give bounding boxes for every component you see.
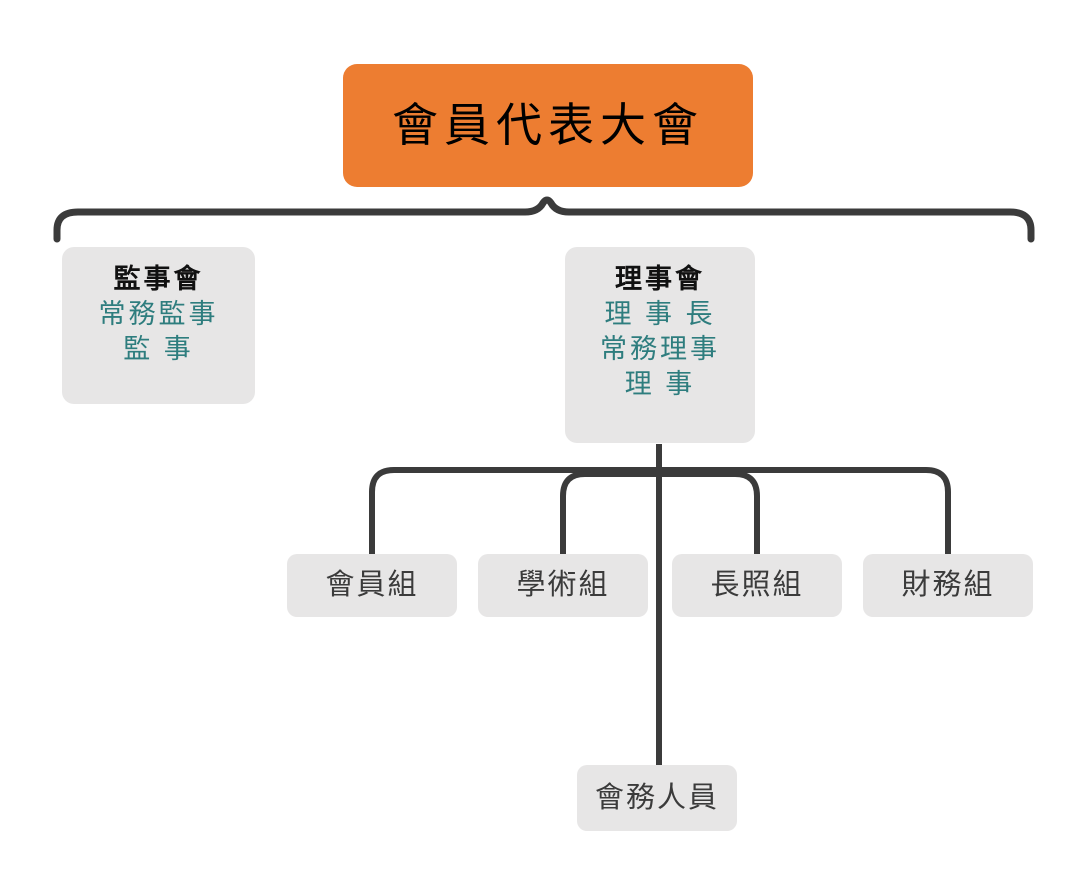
staff-label: 會務人員 [594, 782, 719, 814]
node-dept-finance: 財務組 [863, 554, 1033, 617]
node-board-of-directors: 理事會 理 事 長 常務理事 理 事 [565, 247, 755, 443]
inner-branch-line [560, 471, 760, 554]
node-dept-membership: 會員組 [287, 554, 457, 617]
supervisory-board-line: 監 事 [123, 334, 194, 364]
dept-label: 學術組 [516, 569, 610, 601]
node-supervisory-board: 監事會 常務監事 監 事 [62, 247, 255, 404]
board-of-directors-line: 理 事 長 [604, 299, 716, 329]
board-of-directors-line: 常務理事 [600, 334, 720, 364]
dept-label: 會員組 [325, 569, 419, 601]
outer-branch-line [369, 467, 951, 554]
node-member-assembly: 會員代表大會 [343, 64, 753, 187]
dept-label: 長照組 [710, 569, 804, 601]
node-member-assembly-label: 會員代表大會 [392, 99, 704, 151]
supervisory-board-line: 常務監事 [98, 299, 219, 329]
board-of-directors-line: 理 事 [624, 369, 696, 399]
brace-connector [53, 196, 1035, 243]
dept-label: 財務組 [901, 569, 995, 601]
node-dept-longterm-care: 長照組 [672, 554, 842, 617]
node-association-staff: 會務人員 [577, 765, 737, 831]
supervisory-board-title: 監事會 [113, 264, 204, 294]
node-dept-academic: 學術組 [478, 554, 648, 617]
board-of-directors-title: 理事會 [615, 264, 705, 294]
